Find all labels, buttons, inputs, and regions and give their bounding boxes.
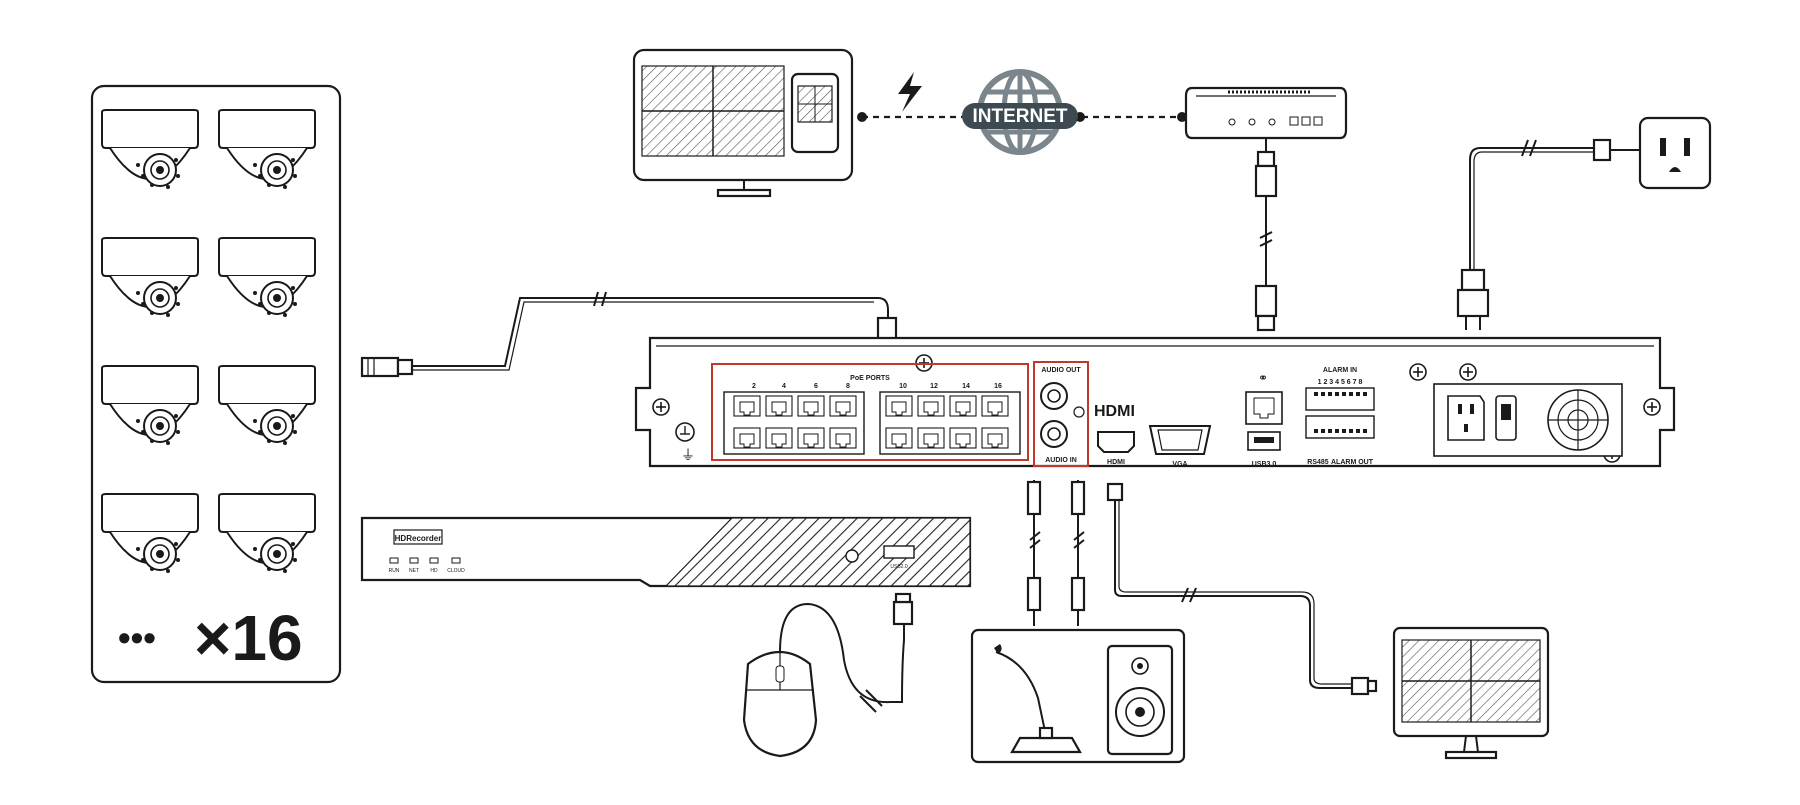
lan-port [1245, 391, 1283, 425]
brand-label: HDRecorder [395, 534, 442, 543]
poe-number-16: 16 [994, 383, 1002, 390]
power-inlet [1447, 395, 1485, 441]
led-net: NET [409, 568, 419, 574]
alarm-out-label: ALARM OUT [1331, 459, 1374, 466]
front-usb-label: USB2.0 [890, 564, 907, 570]
audio-highlight [1033, 361, 1089, 467]
audio-out-label: AUDIO OUT [1041, 367, 1081, 374]
lightning-icon [898, 72, 922, 112]
svg-text:⏚: ⏚ [681, 447, 695, 463]
svg-text:⚭: ⚭ [1258, 371, 1268, 385]
poe-ports: PoE PORTS 2 4 6 8 10 12 14 16 [711, 363, 1029, 461]
led-hd: HD [430, 568, 438, 574]
router-ethernet-cable [1254, 138, 1278, 332]
poe-number-6: 6 [814, 383, 818, 390]
nvr-back-panel: ⏚ PoE PORTS 2 4 6 8 10 12 14 16 AUDIO OU… [634, 336, 1676, 468]
microphone-icon [994, 644, 1082, 754]
internet-badge [962, 103, 1078, 129]
hdmi-cable [1106, 482, 1378, 696]
monitor-icon [1392, 626, 1550, 760]
power-cable [1456, 138, 1640, 330]
fan-grille [1547, 389, 1609, 451]
router-icon [1184, 86, 1348, 140]
rs485-label: RS485 [1307, 459, 1329, 466]
speaker-icon [1106, 644, 1174, 756]
internet-label: INTERNET [973, 106, 1068, 127]
hdmi-logo: HDMI [1094, 403, 1135, 420]
audio-cables [1026, 480, 1086, 626]
brand-badge [393, 529, 443, 545]
power-module [1433, 383, 1623, 457]
poe-highlight [711, 363, 1029, 461]
audio-ports: AUDIO OUT AUDIO IN [1033, 361, 1089, 467]
vga-port: VGA [1148, 425, 1212, 468]
nvr-front-panel: HDRecorder RUN NET HD CLOUD USB2.0 [360, 516, 972, 588]
poe-number-4: 4 [782, 383, 786, 390]
lan-usb-ports: ⚭ USB3.0 [1245, 371, 1283, 468]
audio-in-label: AUDIO IN [1045, 457, 1077, 464]
led-run: RUN [389, 568, 400, 574]
internet-link: INTERNET [857, 69, 1187, 155]
mouse-icon [742, 651, 818, 758]
audio-devices-box [970, 628, 1186, 764]
alarm-in-numbers: 1 2 3 4 5 6 7 8 [1318, 379, 1363, 386]
hdmi-label: HDMI [1107, 459, 1125, 466]
poe-number-2: 2 [752, 383, 756, 390]
alarm-in-label: ALARM IN [1323, 367, 1357, 374]
power-outlet-icon [1638, 116, 1712, 190]
vga-label: VGA [1172, 461, 1187, 468]
mouse-cable [779, 592, 914, 713]
camera-panel: ••• ×16 [90, 84, 342, 684]
poe-number-12: 12 [930, 383, 938, 390]
led-cloud: CLOUD [447, 568, 465, 574]
camera-ellipsis: ••• [118, 617, 156, 658]
alarm-terminals: ALARM IN 1 2 3 4 5 6 7 8 RS485 ALARM OUT [1305, 367, 1375, 466]
front-usb-port [883, 545, 915, 559]
poe-number-8: 8 [846, 383, 850, 390]
poe-number-10: 10 [899, 383, 907, 390]
usb-label: USB3.0 [1252, 461, 1277, 468]
camera-count-label: ×16 [194, 602, 303, 674]
poe-label: PoE PORTS [850, 375, 890, 382]
hdmi-port: HDMI HDMI [1094, 403, 1135, 466]
remote-monitor [632, 48, 854, 198]
poe-number-14: 14 [962, 383, 970, 390]
